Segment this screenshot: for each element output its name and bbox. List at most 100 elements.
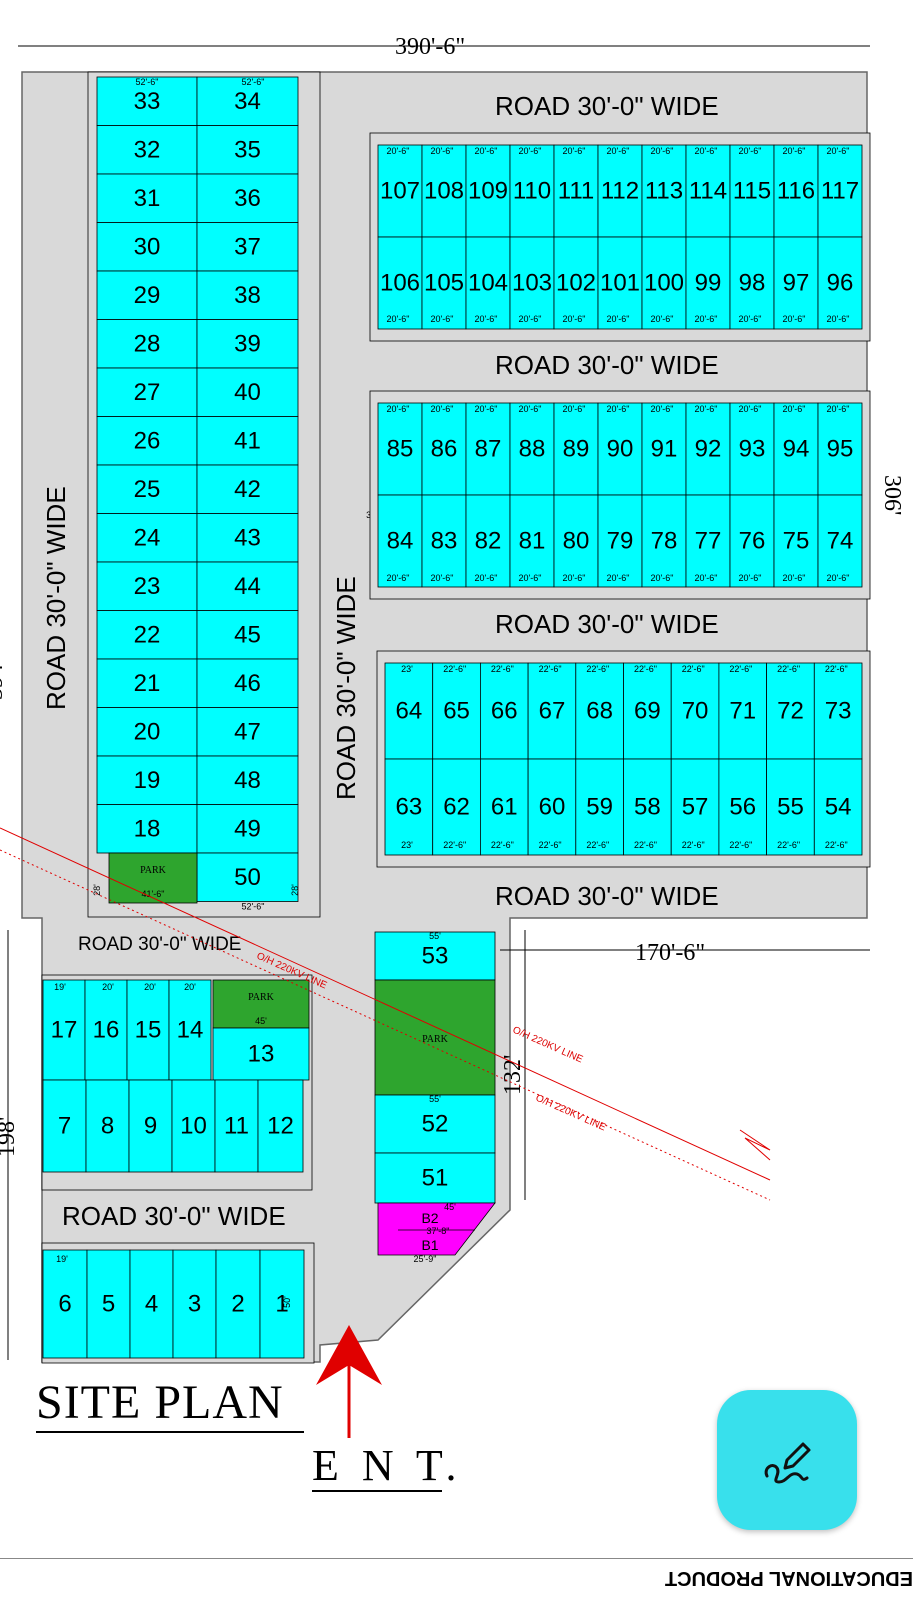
dim-b3: 22'-6" [777, 664, 800, 674]
dim-b1: 20'-6" [607, 146, 630, 156]
plot-number-19: 19 [134, 767, 161, 794]
plot-44 [196, 561, 299, 611]
plot-111 [553, 144, 599, 238]
plot-94 [773, 402, 819, 496]
plot-number-89: 89 [563, 436, 590, 463]
dim-55b: 55' [429, 1094, 441, 1104]
plot-88 [509, 402, 555, 496]
plot-48 [196, 755, 299, 805]
dim-28-a: 28' [92, 884, 102, 896]
plot-number-114: 114 [689, 178, 727, 205]
plot-number-104: 104 [468, 270, 508, 297]
plot-number-50: 50 [234, 864, 261, 891]
commercial-plots [377, 1202, 496, 1256]
dim-park-lower: 45' [255, 1016, 267, 1026]
plot-26 [96, 416, 198, 466]
plot-number-85: 85 [387, 436, 414, 463]
plot-64 [384, 662, 434, 760]
plot-number-113: 113 [645, 178, 683, 205]
plot-53 [374, 931, 496, 981]
plot-22 [96, 610, 198, 660]
plot-number-55: 55 [777, 794, 804, 821]
plot-number-17: 17 [51, 1017, 78, 1044]
dim-b3b: 22'-6" [634, 840, 657, 850]
plot-80 [553, 494, 599, 588]
dim-19: 19' [54, 982, 66, 992]
plot-28 [96, 319, 198, 369]
plot-74 [817, 494, 863, 588]
plot-number-106: 106 [380, 270, 420, 297]
dim-28-b: 28' [290, 884, 300, 896]
plot-73 [813, 662, 863, 760]
plot-41 [196, 416, 299, 466]
road-label-3: ROAD 30'-0" WIDE [495, 609, 719, 639]
park-left [108, 852, 198, 904]
dim-b2b: 20'-6" [651, 573, 674, 583]
dim-b2: 20'-6" [519, 404, 542, 414]
plot-96 [817, 236, 863, 330]
plot-15 [126, 979, 170, 1081]
plot-number-92: 92 [695, 436, 722, 463]
dim-b3b: 22'-6" [729, 840, 752, 850]
plot-62 [432, 758, 481, 856]
plot-33 [96, 76, 198, 126]
plot-91 [641, 402, 687, 496]
dim-25-9: 25'-9" [414, 1254, 437, 1264]
plot-21 [96, 658, 198, 708]
plot-14 [168, 979, 212, 1081]
plot-81 [509, 494, 555, 588]
plot-number-61: 61 [491, 794, 518, 821]
plot-68 [575, 662, 624, 760]
plot-number-53: 53 [422, 943, 449, 970]
plot-number-16: 16 [93, 1017, 120, 1044]
plot-number-74: 74 [827, 528, 854, 555]
edit-fab-button[interactable] [717, 1390, 857, 1530]
dim-b3: 22'-6" [586, 664, 609, 674]
plot-number-48: 48 [234, 767, 261, 794]
dim-b2b: 20'-6" [431, 573, 454, 583]
road-label-mid-vertical: ROAD 30'-0" WIDE [331, 576, 361, 800]
plot-number-B1: B1 [421, 1237, 438, 1253]
plot-number-9: 9 [144, 1113, 157, 1140]
dim-b3b: 22'-6" [539, 840, 562, 850]
plot-number-99: 99 [695, 270, 722, 297]
plot-number-8: 8 [101, 1113, 114, 1140]
dim-b3: 23' [401, 664, 413, 674]
park-label-lower: PARK [248, 992, 275, 1003]
dim-55a: 55' [429, 931, 441, 941]
svg-text:390'-6": 390'-6" [395, 34, 465, 60]
plot-49 [196, 804, 299, 854]
plot-number-64: 64 [395, 698, 422, 725]
plot-number-75: 75 [783, 528, 810, 555]
plot-60 [527, 758, 577, 856]
plot-72 [766, 662, 815, 760]
plot-number-79: 79 [607, 528, 634, 555]
plot-2 [215, 1249, 261, 1359]
plot-number-97: 97 [783, 270, 810, 297]
dim-b1: 20'-6" [739, 146, 762, 156]
plot-number-30: 30 [134, 233, 161, 260]
dim-b1: 20'-6" [827, 146, 850, 156]
dim-b2: 20'-6" [827, 404, 850, 414]
plot-grid: 3332313029282726252423222120191834353637… [41, 71, 871, 1364]
dim-b1: 20'-6" [475, 146, 498, 156]
plot-number-83: 83 [431, 528, 458, 555]
plot-number-81: 81 [519, 528, 546, 555]
plot-67 [527, 662, 577, 760]
plot-87 [465, 402, 511, 496]
dim-b1b: 20'-6" [475, 314, 498, 324]
dim-b3b: 22'-6" [443, 840, 466, 850]
dim-b3: 22'-6" [729, 664, 752, 674]
dim-b1: 20'-6" [651, 146, 674, 156]
dim-b2: 20'-6" [695, 404, 718, 414]
plot-number-110: 110 [513, 178, 551, 205]
entrance-arrow-icon [316, 1325, 382, 1438]
plot-number-52: 52 [422, 1111, 449, 1138]
plot-number-27: 27 [134, 379, 161, 406]
plot-number-51: 51 [422, 1165, 449, 1192]
plot-number-18: 18 [134, 815, 161, 842]
plot-10 [171, 1079, 216, 1173]
dim-50: 50' [282, 1296, 292, 1308]
plot-number-34: 34 [234, 88, 261, 115]
